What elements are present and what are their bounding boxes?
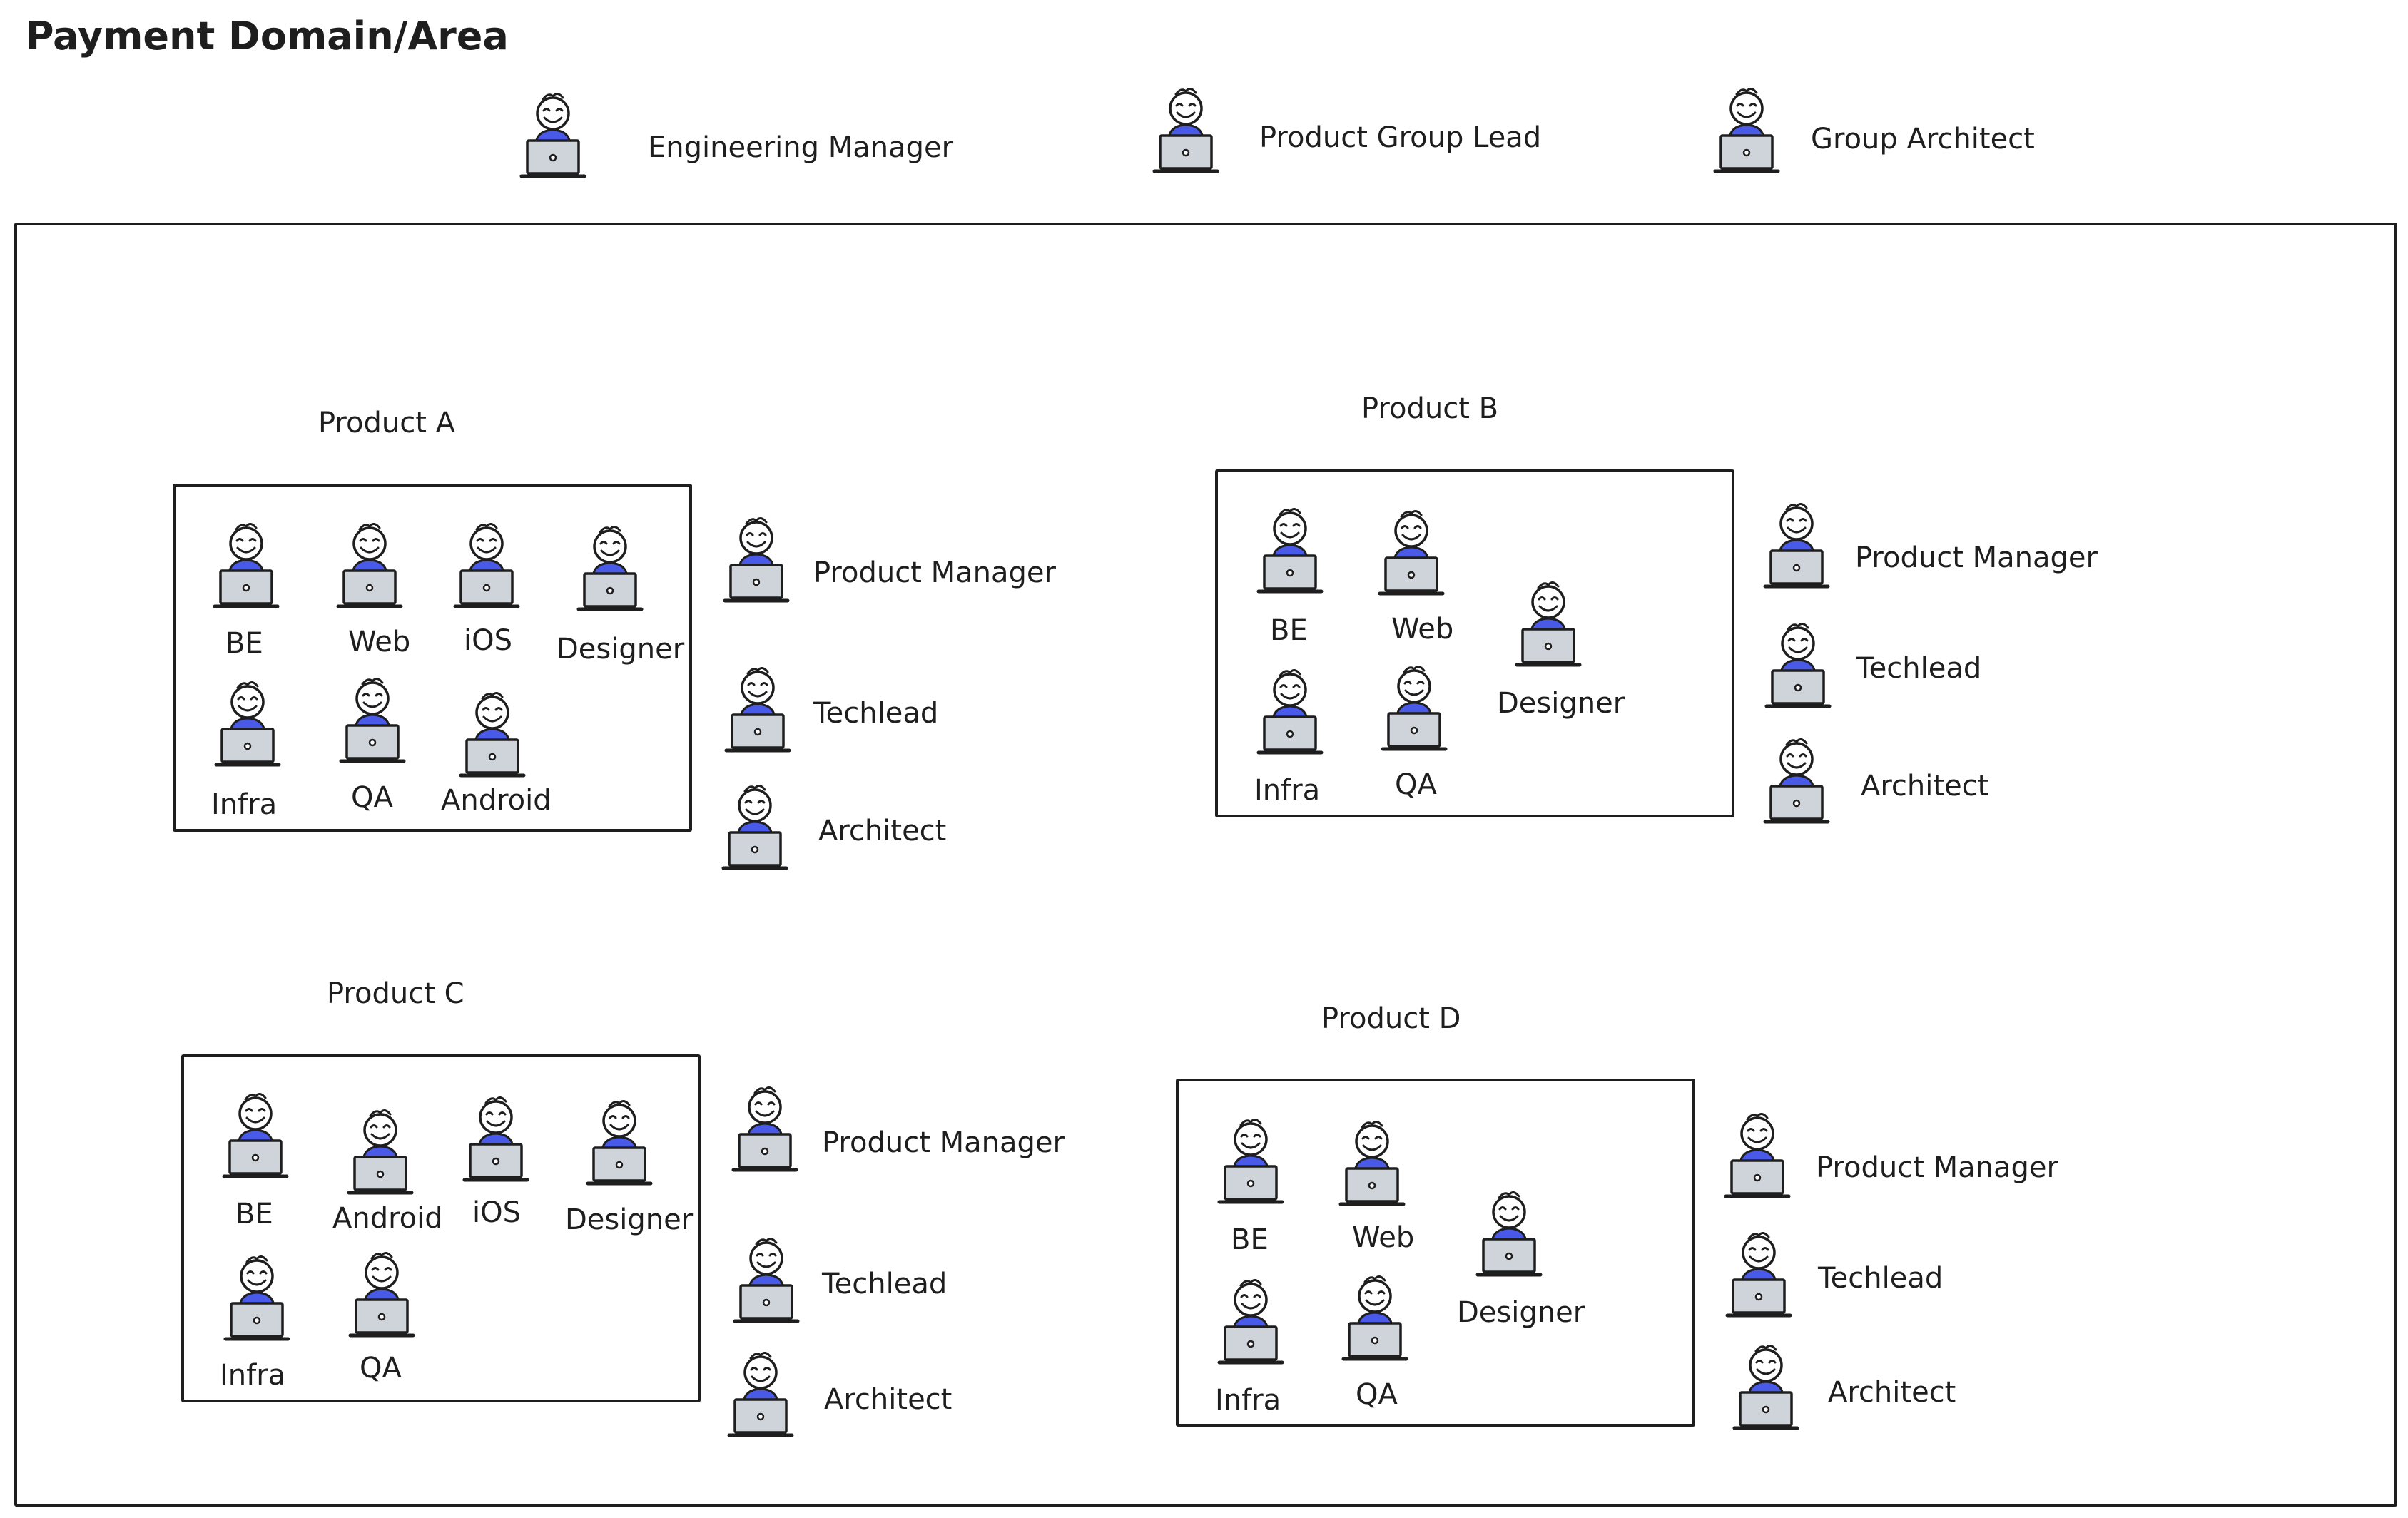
person-at-laptop-icon <box>346 1241 417 1348</box>
person-at-laptop-icon <box>210 512 282 619</box>
member-label-be: BE <box>225 627 263 660</box>
product-c-title: Product C <box>327 977 464 1010</box>
person-at-laptop-icon <box>1761 492 1832 599</box>
lead-label-product-group-lead: Product Group Lead <box>1259 121 1542 154</box>
person-at-laptop-icon <box>1730 1334 1802 1441</box>
person-at-laptop-icon <box>1473 1181 1545 1288</box>
person-at-laptop-icon <box>1711 77 1782 184</box>
person-at-laptop-icon <box>1723 1221 1794 1328</box>
lead-label-engineering-manager: Engineering Manager <box>648 131 954 164</box>
member-label-ios: iOS <box>472 1196 521 1229</box>
person-at-laptop-icon <box>517 82 589 189</box>
member-label-qa: QA <box>351 781 393 814</box>
role-label-techlead: Techlead <box>822 1268 948 1300</box>
member-label-android: Android <box>441 784 552 817</box>
person-at-laptop-icon <box>220 1082 291 1189</box>
person-at-laptop-icon <box>460 1086 532 1193</box>
product-d-title: Product D <box>1321 1002 1461 1035</box>
member-label-designer: Designer <box>565 1203 694 1236</box>
person-at-laptop-icon <box>334 512 405 619</box>
person-at-laptop-icon <box>731 1227 802 1334</box>
member-label-designer: Designer <box>1457 1296 1585 1329</box>
person-at-laptop-icon <box>212 671 283 778</box>
member-label-web: Web <box>348 626 411 658</box>
member-label-infra: Infra <box>211 788 278 821</box>
person-at-laptop-icon <box>1339 1265 1411 1372</box>
person-at-laptop-icon <box>574 515 646 622</box>
role-label-architect: Architect <box>1828 1376 1956 1409</box>
person-at-laptop-icon <box>719 774 791 881</box>
member-label-qa: QA <box>1395 768 1437 801</box>
role-label-product-manager: Product Manager <box>1855 541 2098 574</box>
person-at-laptop-icon <box>584 1089 655 1196</box>
role-label-product-manager: Product Manager <box>822 1126 1065 1159</box>
member-label-infra: Infra <box>220 1359 286 1392</box>
member-label-be: BE <box>1231 1223 1269 1256</box>
person-at-laptop-icon <box>729 1076 801 1183</box>
role-label-techlead: Techlead <box>813 697 939 730</box>
role-label-techlead: Techlead <box>1818 1262 1944 1295</box>
member-label-android: Android <box>332 1202 443 1235</box>
member-label-infra: Infra <box>1215 1384 1281 1417</box>
person-at-laptop-icon <box>725 1341 796 1448</box>
product-b-title: Product B <box>1361 392 1499 425</box>
member-label-be: BE <box>1270 614 1308 647</box>
person-at-laptop-icon <box>1254 497 1326 604</box>
person-at-laptop-icon <box>1336 1110 1408 1217</box>
person-at-laptop-icon <box>1254 658 1326 765</box>
person-at-laptop-icon <box>457 681 528 788</box>
person-at-laptop-icon <box>722 656 793 763</box>
diagram-title: Payment Domain/Area <box>26 14 509 58</box>
member-label-designer: Designer <box>1497 687 1625 720</box>
member-label-web: Web <box>1391 613 1454 646</box>
person-at-laptop-icon <box>1762 612 1834 719</box>
person-at-laptop-icon <box>451 512 522 619</box>
domain-container <box>14 223 2397 1507</box>
person-at-laptop-icon <box>337 667 408 774</box>
member-label-designer: Designer <box>557 633 685 666</box>
person-at-laptop-icon <box>1150 77 1221 184</box>
person-at-laptop-icon <box>721 506 792 613</box>
role-label-product-manager: Product Manager <box>813 556 1056 589</box>
person-at-laptop-icon <box>1761 728 1832 835</box>
member-label-ios: iOS <box>464 624 512 657</box>
role-label-techlead: Techlead <box>1856 652 1982 685</box>
member-label-be: BE <box>235 1198 273 1231</box>
person-at-laptop-icon <box>1215 1108 1286 1215</box>
product-d-team-box <box>1176 1079 1695 1427</box>
product-a-title: Product A <box>318 407 455 439</box>
role-label-architect: Architect <box>818 815 947 847</box>
member-label-qa: QA <box>360 1352 402 1385</box>
product-a-team-box <box>173 484 692 832</box>
person-at-laptop-icon <box>1376 499 1447 606</box>
person-at-laptop-icon <box>1513 571 1584 678</box>
person-at-laptop-icon <box>1378 655 1450 762</box>
role-label-product-manager: Product Manager <box>1816 1151 2058 1184</box>
person-at-laptop-icon <box>345 1099 416 1206</box>
product-b-team-box <box>1215 469 1734 817</box>
role-label-architect: Architect <box>1861 770 1989 803</box>
person-at-laptop-icon <box>1722 1102 1793 1209</box>
member-label-qa: QA <box>1356 1378 1398 1411</box>
product-c-team-box <box>181 1054 701 1402</box>
person-at-laptop-icon <box>1215 1268 1286 1375</box>
member-label-web: Web <box>1352 1221 1415 1254</box>
member-label-infra: Infra <box>1254 774 1321 807</box>
lead-label-group-architect: Group Architect <box>1811 123 2035 156</box>
role-label-architect: Architect <box>824 1383 952 1416</box>
person-at-laptop-icon <box>221 1245 293 1352</box>
